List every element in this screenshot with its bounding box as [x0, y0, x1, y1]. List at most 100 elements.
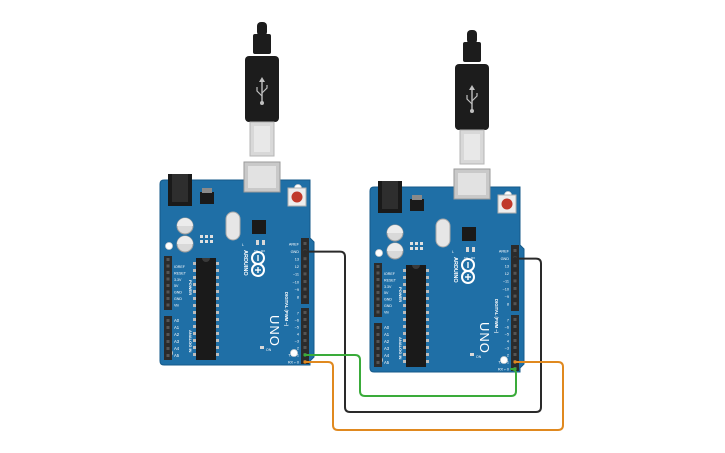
- chip-pin: [426, 283, 429, 286]
- chip-pin: [403, 304, 406, 307]
- chip-pin: [216, 318, 219, 321]
- analog-pin-label: A1: [384, 332, 390, 337]
- header-socket: [376, 265, 380, 268]
- digital-pin-label: GND: [291, 250, 300, 254]
- digital-section-label: DIGITAL (PWM ~): [284, 292, 289, 327]
- usb-interface-chip: [462, 227, 476, 241]
- digital-header-lower: [301, 308, 309, 364]
- crystal-oscillator: [225, 211, 241, 241]
- power-section-label: POWER: [188, 280, 193, 295]
- digital-pin-label: 2: [297, 346, 299, 350]
- header-socket: [513, 339, 517, 342]
- digital-pin-label: ~5: [295, 325, 299, 329]
- power-pin-label: IOREF: [174, 265, 186, 269]
- reset-button[interactable]: [291, 191, 303, 203]
- digital-pin-label: ~10: [503, 287, 509, 291]
- analog-pin-label: A4: [174, 346, 180, 351]
- power-pin-label: IOREF: [384, 272, 396, 276]
- digital-pin-label: RX←0: [498, 367, 509, 371]
- chip-pin: [426, 318, 429, 321]
- chip-pin: [216, 262, 219, 265]
- analog-header: [374, 323, 382, 367]
- digital-pin-label: ~6: [505, 325, 509, 329]
- header-socket: [513, 294, 517, 298]
- usb-receptacle-inner: [248, 166, 276, 188]
- chip-pin: [216, 353, 219, 356]
- header-socket: [166, 347, 170, 350]
- usb-metal-inner: [254, 126, 270, 152]
- chip-pin: [426, 339, 429, 342]
- analog-pin-label: A3: [174, 339, 180, 344]
- header-socket: [513, 271, 517, 275]
- header-socket: [303, 295, 307, 299]
- tx-to-rx-wire[interactable]: [305, 354, 517, 397]
- chip-pin: [193, 304, 196, 307]
- header-socket: [376, 284, 380, 288]
- mounting-hole: [500, 356, 508, 364]
- wire-endpoint: [513, 360, 517, 364]
- power-pin-label: GND: [174, 297, 182, 301]
- chip-pin: [426, 360, 429, 363]
- digital-pin-label: 12: [505, 272, 509, 276]
- chip-pin: [193, 332, 196, 335]
- usb-symbol-arrow-icon: [469, 85, 475, 90]
- voltage-regulator: [200, 192, 214, 204]
- chip-pin: [426, 325, 429, 328]
- power-pin-label: Vin: [174, 303, 179, 307]
- chip-pin: [403, 318, 406, 321]
- chip-pin: [426, 276, 429, 279]
- digital-pin-label: ~9: [295, 288, 299, 292]
- header-socket: [303, 332, 307, 335]
- capacitor-top: [177, 236, 193, 244]
- on-led-label: ON: [476, 355, 482, 359]
- mounting-hole: [165, 242, 173, 250]
- chip-pin: [403, 353, 406, 356]
- icsp-pin: [205, 240, 208, 243]
- header-socket: [376, 354, 380, 357]
- analog-label: ANALOG IN: [398, 337, 403, 360]
- header-socket: [513, 264, 517, 268]
- header-socket: [303, 257, 307, 261]
- usb-symbol-dot-icon: [470, 109, 474, 113]
- header-socket: [166, 340, 170, 343]
- model-label: UNO: [267, 315, 282, 347]
- reset-button[interactable]: [501, 198, 513, 210]
- digital-pin-label: 2: [507, 353, 509, 357]
- header-socket: [376, 310, 380, 314]
- digital-pin-label: 4: [297, 332, 299, 336]
- usb-symbol-arrow-icon: [259, 77, 265, 82]
- uno-label-group: UNO: [477, 322, 492, 354]
- digital-pin-label: 12: [295, 265, 299, 269]
- on-led-label: ON: [266, 348, 272, 352]
- arduino-logo: ARDUINO: [242, 250, 265, 277]
- header-socket: [166, 258, 170, 261]
- digital-pin-label: 7: [297, 311, 299, 315]
- header-socket: [376, 361, 380, 364]
- chip-pin: [216, 339, 219, 342]
- power-pin-label: RESET: [174, 271, 187, 275]
- icsp-pin: [205, 235, 208, 238]
- icsp-pin: [210, 235, 213, 238]
- digital-label: DIGITAL (PWM ~): [494, 299, 499, 334]
- gnd-to-gnd-wire[interactable]: [305, 250, 542, 413]
- header-socket: [376, 304, 380, 307]
- header-socket: [376, 297, 380, 301]
- header-socket: [303, 346, 307, 349]
- chip-pin: [193, 269, 196, 272]
- chip-pin: [216, 269, 219, 272]
- digital-pin-label: GND: [501, 257, 510, 261]
- header-socket: [376, 326, 380, 329]
- chip-pin: [403, 276, 406, 279]
- tx-led: [256, 240, 259, 245]
- chip-pin: [216, 297, 219, 300]
- wire-endpoint: [303, 353, 307, 357]
- rx-to-tx-wire[interactable]: [305, 361, 564, 431]
- rx-led: [262, 240, 265, 245]
- voltage-regulator: [410, 199, 424, 211]
- icsp-pin: [420, 247, 423, 250]
- power-pin-label: 5V: [384, 291, 389, 295]
- chip-pin: [403, 325, 406, 328]
